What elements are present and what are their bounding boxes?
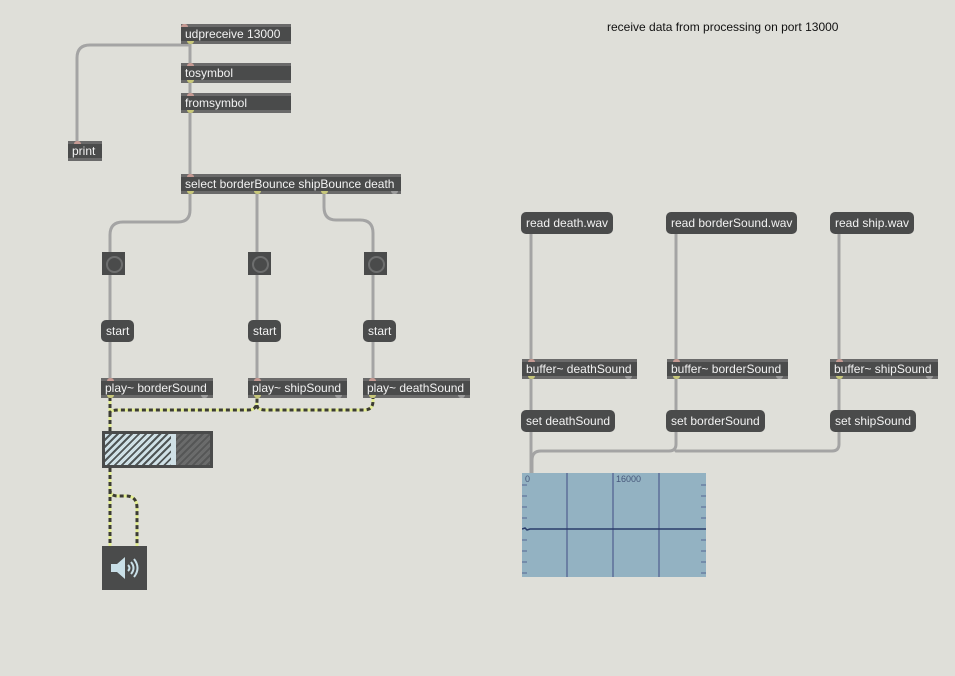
object-text: udpreceive 13000 bbox=[185, 27, 281, 41]
set-shipSound-message[interactable]: set shipSound bbox=[830, 410, 917, 432]
tosymbol-object[interactable]: tosymbol bbox=[181, 63, 291, 83]
cord-set-ship-wave bbox=[674, 430, 841, 453]
outlet[interactable] bbox=[187, 110, 194, 113]
speaker-icon bbox=[111, 557, 139, 579]
bang-button-ship[interactable] bbox=[248, 252, 271, 275]
outlet[interactable] bbox=[836, 376, 843, 379]
select-object[interactable]: select borderBounce shipBounce death bbox=[181, 174, 401, 194]
inlet[interactable] bbox=[187, 93, 194, 96]
outlet[interactable] bbox=[254, 395, 261, 398]
cord-select-bang1 bbox=[108, 191, 192, 254]
bang-circle-icon bbox=[252, 256, 269, 273]
object-text: buffer~ deathSound bbox=[526, 362, 632, 376]
object-text: play~ borderSound bbox=[105, 381, 207, 395]
outlet[interactable] bbox=[673, 376, 680, 379]
read-ship-message[interactable]: read ship.wav bbox=[830, 212, 915, 234]
object-text: print bbox=[72, 144, 96, 158]
outlet[interactable] bbox=[369, 395, 376, 398]
level-meter bbox=[102, 431, 213, 468]
outlet[interactable] bbox=[187, 80, 194, 83]
object-text: select borderBounce shipBounce death bbox=[185, 177, 395, 191]
bang-circle-icon bbox=[368, 256, 385, 273]
set-borderSound-message[interactable]: set borderSound bbox=[666, 410, 765, 432]
set-deathSound-message[interactable]: set deathSound bbox=[521, 410, 616, 432]
start-message-border[interactable]: start bbox=[101, 320, 135, 342]
inlet[interactable] bbox=[187, 63, 194, 66]
meter-peak-marker bbox=[171, 434, 176, 465]
print-object[interactable]: print bbox=[68, 141, 102, 161]
object-text: play~ shipSound bbox=[252, 381, 342, 395]
outlet[interactable] bbox=[201, 395, 208, 398]
waveform-display[interactable]: 0 16000 bbox=[522, 473, 706, 577]
bang-circle-icon bbox=[106, 256, 123, 273]
outlet[interactable] bbox=[926, 376, 933, 379]
buffer-borderSound-object[interactable]: buffer~ borderSound bbox=[667, 359, 788, 379]
outlet[interactable] bbox=[458, 395, 465, 398]
outlet-death[interactable] bbox=[321, 191, 328, 194]
inlet[interactable] bbox=[254, 378, 261, 381]
fromsymbol-object[interactable]: fromsymbol bbox=[181, 93, 291, 113]
port-comment: receive data from processing on port 130… bbox=[607, 20, 839, 34]
object-text: buffer~ borderSound bbox=[671, 362, 782, 376]
bang-button-death[interactable] bbox=[364, 252, 387, 275]
inlet[interactable] bbox=[107, 378, 114, 381]
outlet[interactable] bbox=[335, 395, 342, 398]
play-deathSound-object[interactable]: play~ deathSound bbox=[363, 378, 470, 398]
object-text: tosymbol bbox=[185, 66, 234, 80]
cord-udp-print bbox=[75, 41, 192, 144]
read-border-message[interactable]: read borderSound.wav bbox=[666, 212, 798, 234]
outlet-shipBounce[interactable] bbox=[254, 191, 261, 194]
start-message-death[interactable]: start bbox=[363, 320, 397, 342]
ezdac-button[interactable] bbox=[102, 546, 147, 590]
cord-select-bang3 bbox=[322, 191, 375, 254]
buffer-shipSound-object[interactable]: buffer~ shipSound bbox=[830, 359, 938, 379]
outlet[interactable] bbox=[107, 395, 114, 398]
udpreceive-object[interactable]: udpreceive 13000 bbox=[181, 24, 291, 44]
outlet-reject[interactable] bbox=[391, 191, 398, 194]
waveform-grid bbox=[522, 473, 706, 577]
meter-unlit-segment bbox=[176, 434, 210, 465]
object-text: play~ deathSound bbox=[367, 381, 465, 395]
bang-button-border[interactable] bbox=[102, 252, 125, 275]
play-shipSound-object[interactable]: play~ shipSound bbox=[248, 378, 347, 398]
outlet-borderBounce[interactable] bbox=[187, 191, 194, 194]
outlet[interactable] bbox=[776, 376, 783, 379]
object-text: fromsymbol bbox=[185, 96, 248, 110]
waveform-start-label: 0 bbox=[525, 474, 531, 484]
inlet[interactable] bbox=[369, 378, 376, 381]
outlet[interactable] bbox=[528, 376, 535, 379]
waveform-trace bbox=[522, 527, 706, 531]
object-text: buffer~ shipSound bbox=[834, 362, 932, 376]
start-message-ship[interactable]: start bbox=[248, 320, 282, 342]
inlet[interactable] bbox=[187, 174, 194, 177]
meter-lit-segment bbox=[105, 434, 171, 465]
read-death-message[interactable]: read death.wav bbox=[521, 212, 614, 234]
outlet[interactable] bbox=[625, 376, 632, 379]
inlet[interactable] bbox=[836, 359, 843, 362]
inlet[interactable] bbox=[528, 359, 535, 362]
inlet[interactable] bbox=[181, 24, 188, 27]
inlet[interactable] bbox=[74, 141, 81, 144]
play-borderSound-object[interactable]: play~ borderSound bbox=[101, 378, 213, 398]
inlet[interactable] bbox=[673, 359, 680, 362]
outlet[interactable] bbox=[187, 41, 194, 44]
buffer-deathSound-object[interactable]: buffer~ deathSound bbox=[522, 359, 637, 379]
waveform-mid-label: 16000 bbox=[616, 474, 642, 484]
cord-set-border-wave bbox=[530, 430, 678, 475]
